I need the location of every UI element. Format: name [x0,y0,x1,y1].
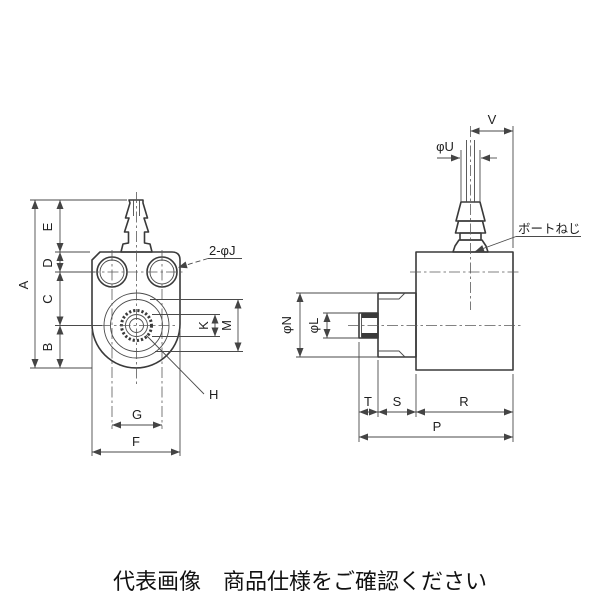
front-body-outline [91,251,181,369]
side-port-hex-nut [452,239,489,253]
stud-thread-band-bottom [361,333,378,338]
dim-label-A: A [16,280,31,289]
callout-label-2-phiJ: 2-φJ [209,243,236,258]
boss-chamfer-top [378,292,406,300]
dim-label-phiU: φU [436,139,454,154]
dim-label-B: B [40,343,55,352]
callout-label-port-thread: ボートねじ [518,222,581,236]
dim-label-R: R [459,394,468,409]
dim-label-K: K [196,321,211,330]
dim-label-phiL: φL [306,318,321,334]
dim-label-M: M [219,320,234,331]
dim-label-V: V [488,112,497,127]
front-view [88,192,184,429]
footer-note: 代表画像 商品仕様をご確認ください [113,569,487,594]
callout-label-H: H [209,387,218,402]
stud-thread-band-top [361,313,378,318]
front-hose-barb [120,199,153,253]
dim-label-phiN: φN [279,316,294,334]
dim-label-T: T [364,394,372,409]
dim-label-D: D [40,258,55,267]
side-barb-ridge-1 [455,201,486,222]
dim-label-S: S [393,394,402,409]
boss-chamfer-bottom [378,350,406,358]
dim-label-G: G [132,407,142,422]
leader-2-phiJ [177,258,209,269]
dim-label-F: F [132,434,140,449]
side-hex-boss [377,292,417,358]
dim-label-C: C [40,294,55,303]
side-barb-ridge-2 [454,220,487,234]
dim-label-P: P [433,419,442,434]
leader-port-thread [474,236,517,252]
side-view [348,126,521,371]
side-view-dimensions: V φU ボートねじ φN φL T S R P [279,112,581,442]
front-view-dimensions: A E D C B K M G F H 2-φJ [16,199,243,456]
leader-H [145,334,205,395]
dim-label-E: E [40,222,55,231]
side-body-outline [415,251,514,371]
